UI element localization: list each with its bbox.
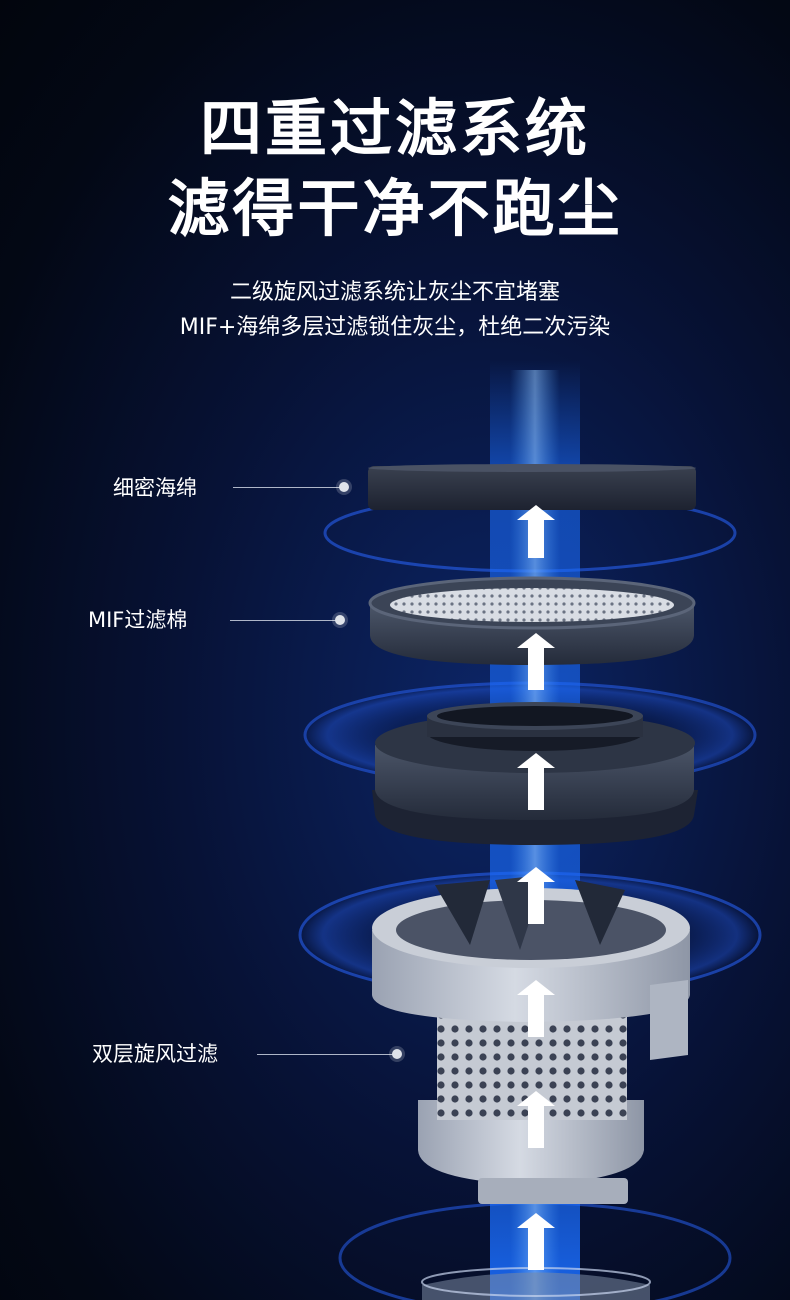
dust-cup bbox=[421, 1267, 651, 1300]
separator-filter-layer bbox=[372, 702, 698, 845]
subtitle-line-1: 二级旋风过滤系统让灰尘不宜堵塞 bbox=[229, 280, 560, 305]
airflow-arrow-3 bbox=[517, 753, 555, 810]
label-mif: MIF过滤棉 bbox=[88, 608, 188, 632]
sponge-filter-layer bbox=[368, 464, 696, 510]
callout-line-mif bbox=[230, 620, 338, 621]
airflow-arrow-5 bbox=[517, 980, 555, 1037]
airflow-arrow-2 bbox=[517, 633, 555, 690]
headline-line-1: 四重过滤系统 bbox=[199, 92, 590, 165]
label-cyclone: 双层旋风过滤 bbox=[92, 1042, 218, 1066]
subtitle-line-2: MIF+海绵多层过滤锁住灰尘，杜绝二次污染 bbox=[179, 315, 611, 340]
callout-line-cyclone bbox=[257, 1054, 394, 1055]
callout-dot-mif bbox=[335, 615, 345, 625]
airflow-arrow-4 bbox=[517, 867, 555, 924]
callout-dot-cyclone bbox=[392, 1049, 402, 1059]
airflow-arrow-1 bbox=[517, 505, 555, 558]
cyclone-filter-layer bbox=[372, 875, 690, 1204]
mif-filter-layer bbox=[368, 576, 696, 665]
airflow-arrow-6 bbox=[517, 1091, 555, 1148]
label-sponge: 细密海绵 bbox=[113, 476, 197, 500]
callout-line-sponge bbox=[233, 487, 341, 488]
callout-dot-sponge bbox=[339, 482, 349, 492]
headline-line-2: 滤得干净不跑尘 bbox=[167, 172, 623, 245]
airflow-arrow-7 bbox=[517, 1213, 555, 1270]
